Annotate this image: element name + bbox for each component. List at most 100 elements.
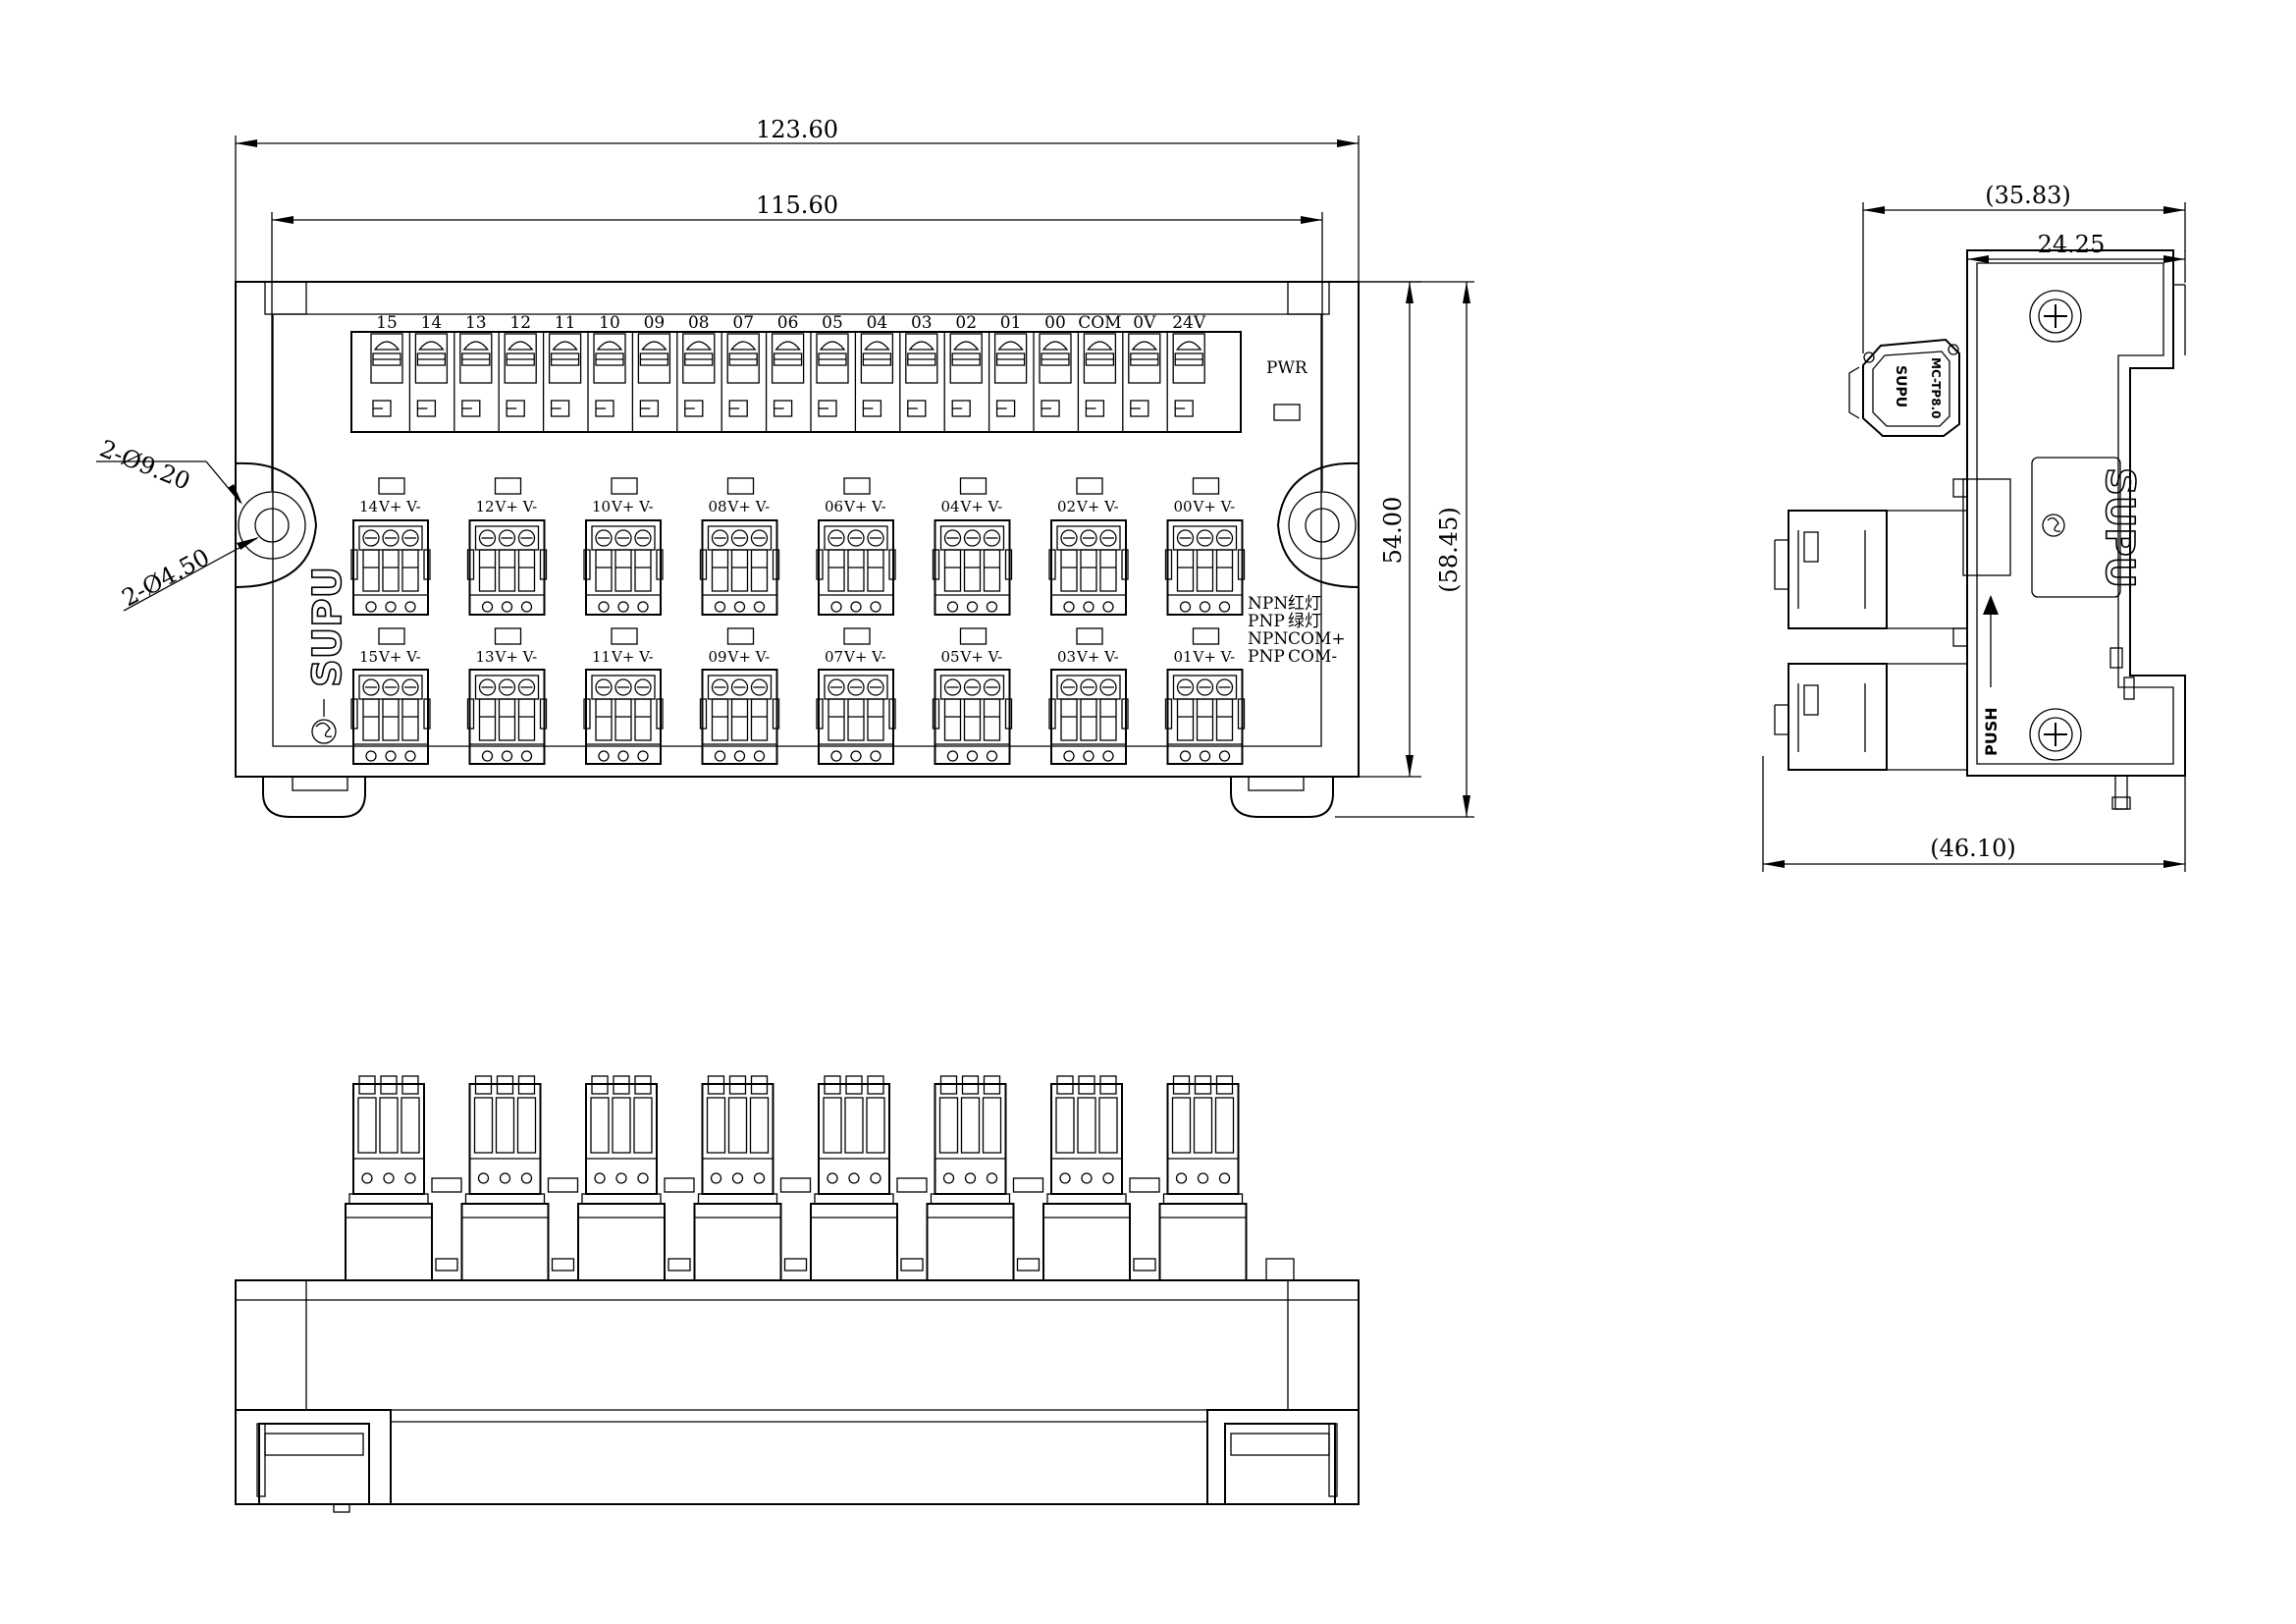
channel-pins: V+ V- [1076,498,1119,515]
channel-led [726,477,755,495]
channel-led [378,477,405,495]
side-dimensions: (35.83) 24.25 (46.10) [1762,182,2186,872]
channel-pins: V+ V- [960,498,1003,515]
terminal-label: 07 [732,313,754,333]
terminal-label: 10 [599,313,620,333]
terminal-9[interactable] [726,333,760,417]
channel-led [843,627,871,645]
corner-tab-right [1287,281,1330,315]
terminal-10[interactable] [771,333,805,417]
terminal-16[interactable] [1039,333,1072,417]
terminal-5[interactable] [548,333,582,417]
side-view: SUPU PUSH [1762,182,2186,872]
terminal-label: 05 [822,313,843,333]
dim-overall-width: 123.60 [756,116,838,143]
terminal-1[interactable] [370,333,403,417]
dim-body-height: 54.00 [1379,497,1407,565]
brand-logo-text: SUPU [305,567,350,687]
terminal-15[interactable] [993,333,1028,417]
bottom-connector-7 [1042,1075,1160,1281]
push-label: PUSH [1982,707,2001,756]
pwr-led [1273,404,1301,421]
bottom-connectors [345,1075,1248,1281]
channel-led [1076,627,1103,645]
terminal-18[interactable] [1128,333,1161,417]
bottom-foot-right [1206,1409,1359,1505]
terminal-14[interactable] [949,333,983,417]
channel-number: 06 [825,498,843,515]
bottom-view [235,1075,1360,1513]
channel-led [494,477,522,495]
terminal-3[interactable] [459,333,493,417]
channel-number: 13 [476,648,495,666]
legend: NPN 红灯 PNP 绿灯 NPN COM+ PNP COM- [1248,594,1346,667]
terminal-4[interactable] [504,333,537,417]
side-terminal: SUPU MC-TP8.0 [1848,338,1960,437]
terminal-13[interactable] [905,333,938,417]
terminal-19[interactable] [1172,333,1205,417]
terminal-label: 24V [1172,313,1206,333]
channel-led [378,627,405,645]
terminal-block [350,331,1242,433]
left-hole-outer [238,491,306,560]
legend-mode-2: PNP [1248,612,1285,631]
terminal-label: 06 [777,313,799,333]
terminal-2[interactable] [414,333,449,417]
terminal-label: 09 [644,313,666,333]
side-connector-upper [1774,510,1968,629]
terminal-7[interactable] [637,333,671,417]
terminal-label: COM [1078,313,1121,333]
dim-mount-pitch: 115.60 [756,191,838,219]
side-model: MC-TP8.0 [1929,357,1943,418]
side-connector-lower [1774,663,1968,771]
terminal-11[interactable] [816,333,849,417]
terminal-label: 00 [1044,313,1066,333]
terminal-label: 03 [911,313,933,333]
terminal-12[interactable] [860,333,894,417]
bottom-connector-3 [577,1075,695,1281]
channel-number: 05 [941,648,960,666]
channel-pins: V+ V- [1193,648,1236,666]
terminal-label: 08 [688,313,710,333]
channel-number: 11 [592,648,611,666]
channel-pins: V+ V- [495,648,538,666]
channel-pins: V+ V- [495,498,538,515]
right-hole-outer [1288,491,1357,560]
channel-pins: V+ V- [611,498,654,515]
terminal-6[interactable] [593,333,626,417]
bottom-foot-left [236,1409,392,1513]
channel-led [494,627,522,645]
legend-desc-2: 绿灯 [1288,612,1321,631]
channel-pins: V+ V- [378,498,421,515]
legend-desc-3: COM+ [1288,629,1346,649]
din-clip-right [1230,777,1334,818]
channel-pins: V+ V- [378,648,421,666]
pwr-label: PWR [1266,358,1308,378]
channel-led [959,477,988,495]
side-logo-panel [2031,457,2121,598]
dim-side-total: (46.10) [1930,835,2015,862]
terminal-8[interactable] [682,333,716,417]
terminal-17[interactable] [1083,333,1117,417]
channel-number: 01 [1174,648,1193,666]
terminal-label: 04 [867,313,888,333]
